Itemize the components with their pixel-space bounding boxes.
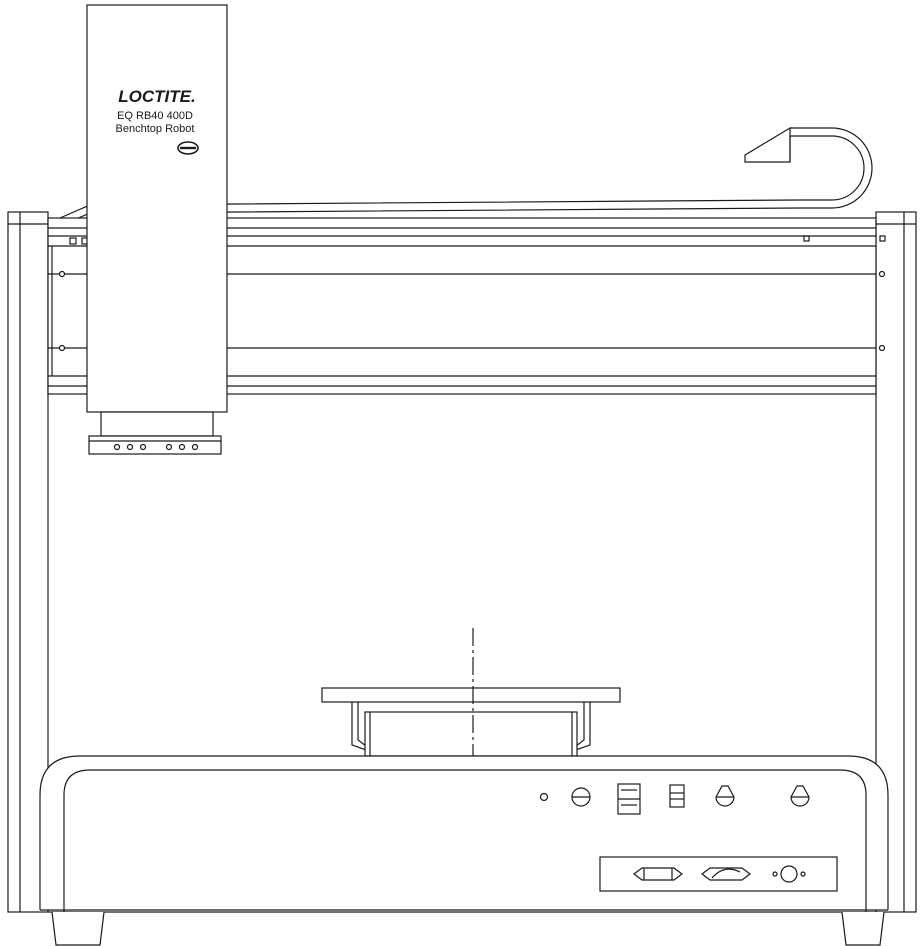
left-foot: [51, 911, 105, 946]
usb-port-single: [669, 784, 685, 808]
right-foot: [841, 911, 885, 946]
front-panel: [539, 783, 838, 892]
power-port: [772, 865, 806, 883]
cable-carrier: [59, 126, 873, 227]
port-round-1: [571, 787, 591, 807]
serial-port-1: [633, 867, 683, 881]
port-round-2: [715, 785, 735, 807]
port-round-3: [790, 785, 810, 807]
brand-logo: LOCTITE.: [118, 87, 195, 106]
work-fixture: [321, 687, 621, 757]
henkel-badge: [177, 141, 199, 155]
indicator-led: [539, 792, 549, 802]
description-label: Benchtop Robot: [116, 123, 195, 135]
serial-port-2: [701, 867, 751, 881]
connector-plate: [599, 856, 838, 892]
right-column: [875, 211, 917, 913]
left-column: [7, 211, 49, 913]
dispensing-head: [86, 4, 228, 455]
model-label: EQ RB40 400D: [117, 110, 193, 122]
usb-port-double: [617, 783, 641, 815]
